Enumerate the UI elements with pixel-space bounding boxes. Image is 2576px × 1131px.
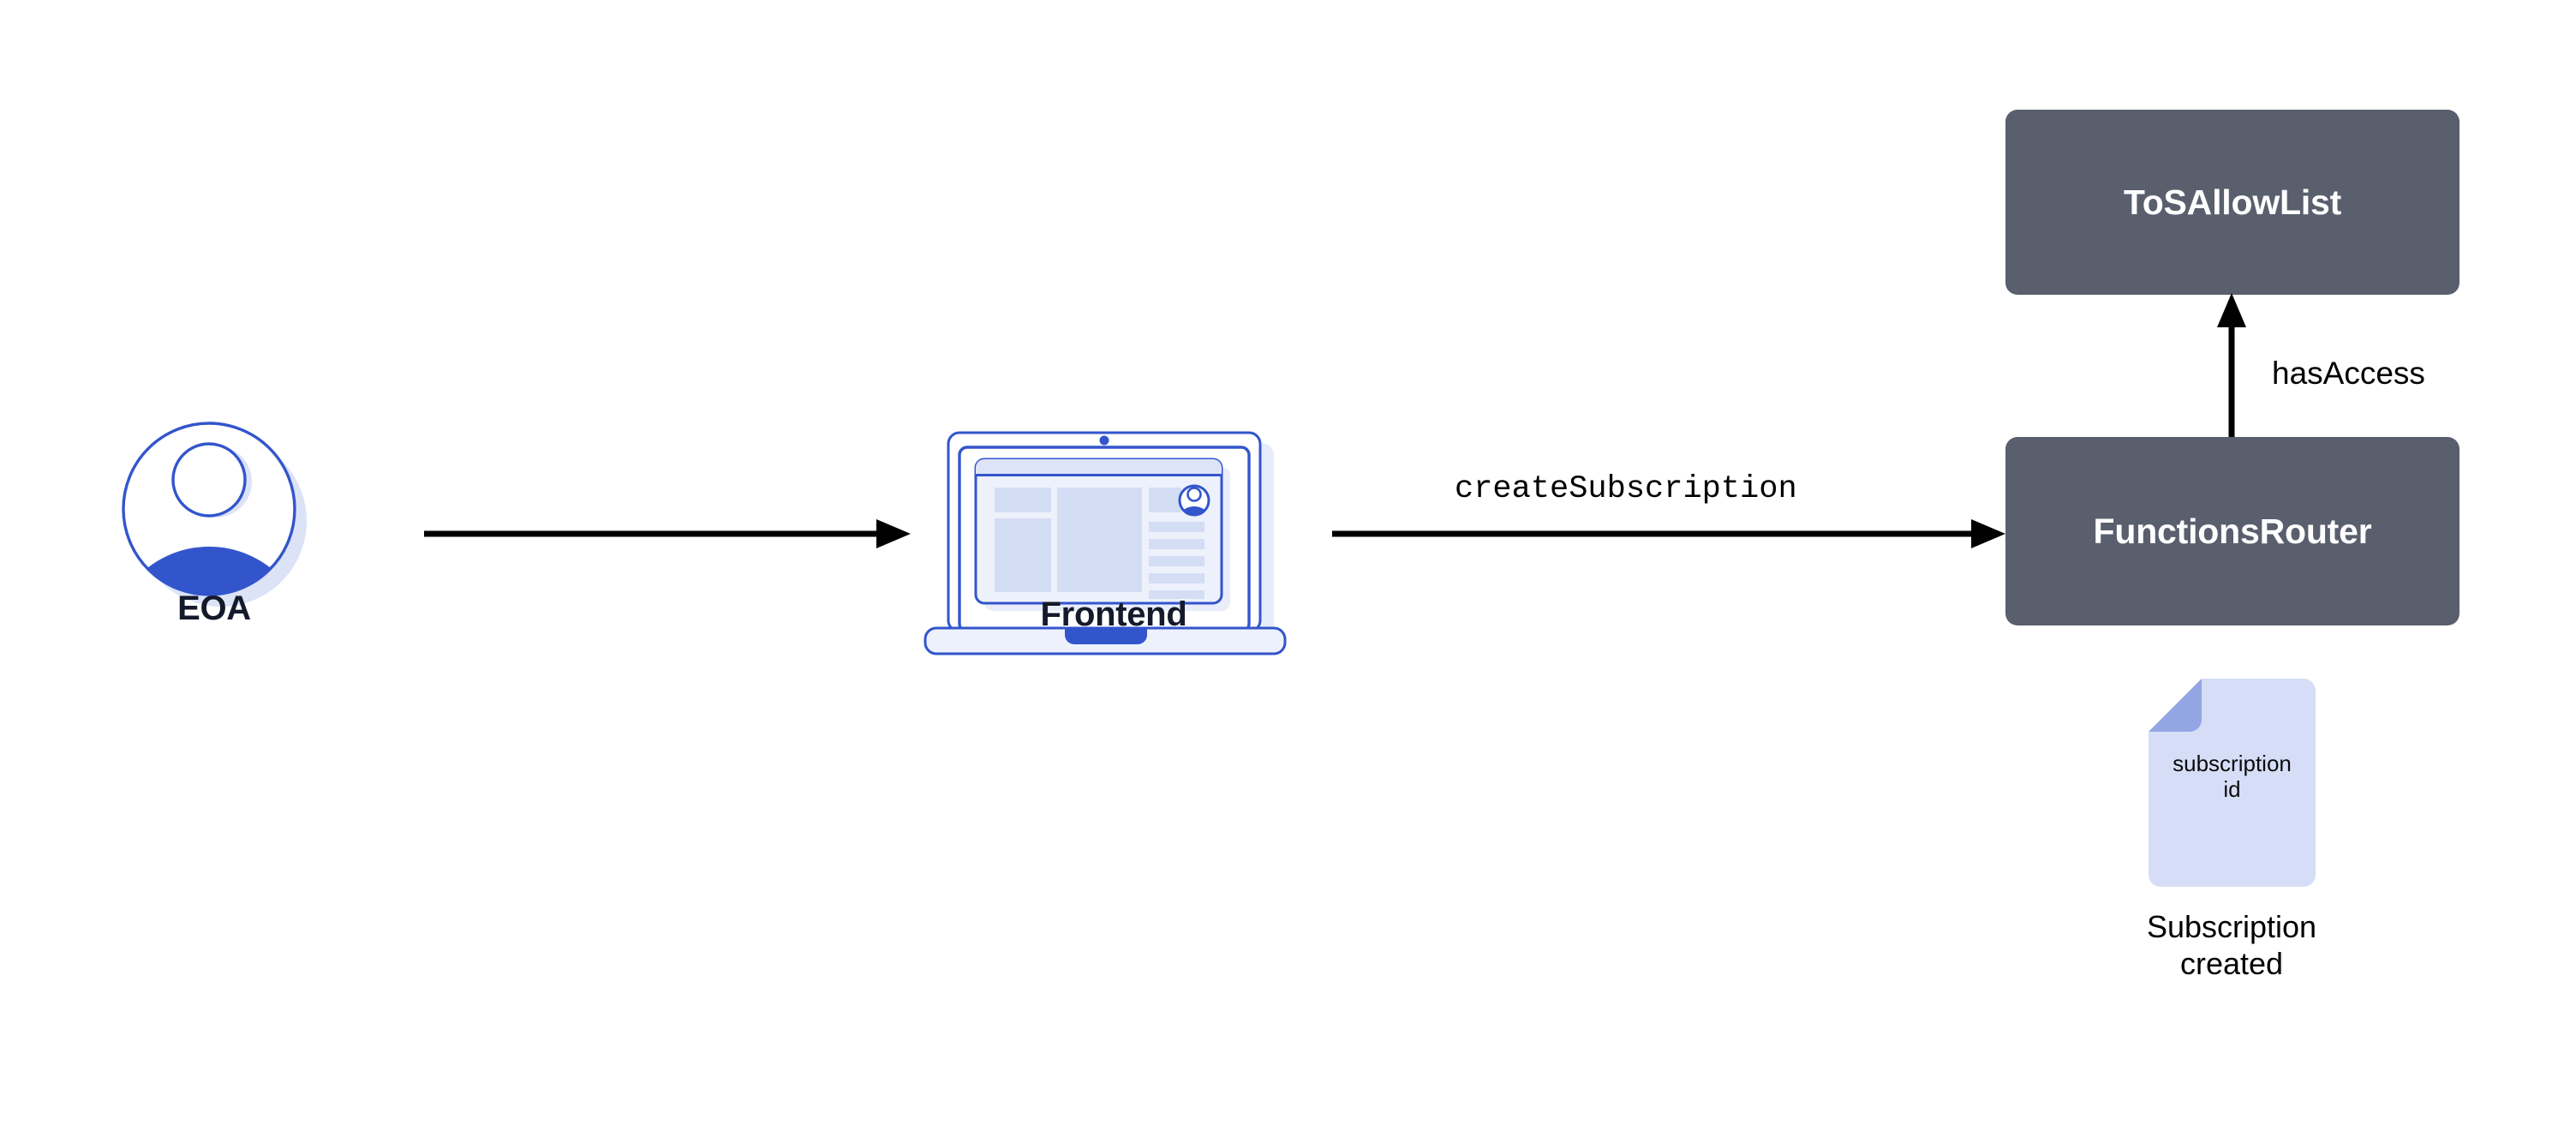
node-functions-router[interactable]: FunctionsRouter bbox=[2005, 437, 2459, 625]
document-caption-line-1: Subscription bbox=[2146, 909, 2317, 944]
user-avatar-icon bbox=[122, 422, 307, 607]
document-caption-line-2: created bbox=[2179, 946, 2284, 982]
arrow-eoa-to-frontend bbox=[424, 519, 911, 548]
document-icon bbox=[2149, 679, 2316, 887]
edge-label-create-subscription: createSubscription bbox=[1455, 471, 1797, 507]
node-frontend[interactable]: Frontend bbox=[921, 424, 1306, 668]
node-eoa-label: EOA bbox=[177, 589, 251, 627]
arrow-functionsrouter-to-tosallowlist bbox=[2217, 293, 2246, 440]
node-frontend-label: Frontend bbox=[1040, 595, 1187, 633]
node-tos-allow-list-label: ToSAllowList bbox=[2123, 182, 2342, 222]
node-eoa[interactable]: EOA bbox=[120, 420, 308, 627]
mini-avatar-icon bbox=[1178, 484, 1210, 517]
node-subscription-document[interactable]: subscription id bbox=[2149, 677, 2316, 887]
node-tos-allow-list[interactable]: ToSAllowList bbox=[2005, 110, 2459, 295]
arrow-frontend-to-functionsrouter bbox=[1332, 519, 2005, 548]
laptop-icon bbox=[923, 431, 1287, 655]
node-functions-router-label: FunctionsRouter bbox=[2093, 511, 2372, 551]
node-subscription-document-caption: Subscription created bbox=[2103, 908, 2360, 982]
edge-label-has-access: hasAccess bbox=[2272, 356, 2425, 391]
